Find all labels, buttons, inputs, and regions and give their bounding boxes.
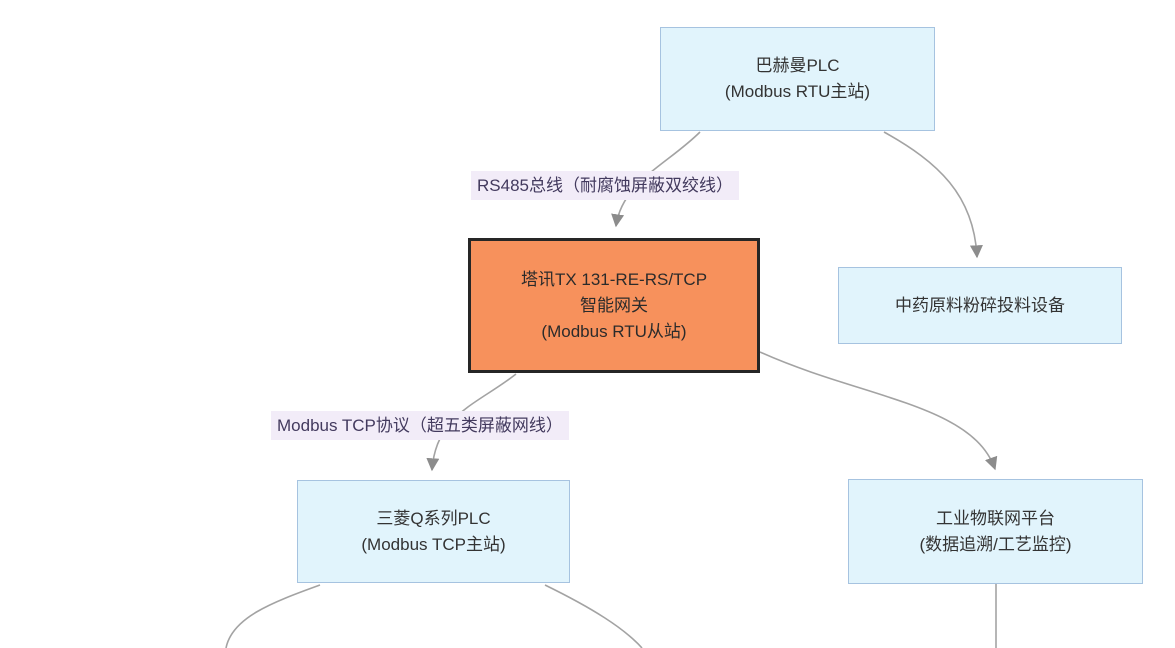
edge-label-modbus-tcp: Modbus TCP协议（超五类屏蔽网线） bbox=[271, 411, 569, 440]
node-bachmann-plc: 巴赫曼PLC (Modbus RTU主站) bbox=[660, 27, 935, 131]
edge-label-rs485-bus: RS485总线（耐腐蚀屏蔽双绞线） bbox=[471, 171, 739, 200]
node-crushing-feeding-equipment: 中药原料粉碎投料设备 bbox=[838, 267, 1122, 344]
node-text-line: 塔讯TX 131-RE-RS/TCP bbox=[520, 269, 708, 289]
edge-mitsubishi-out-right bbox=[544, 584, 643, 648]
node-taxun-gateway: 塔讯TX 131-RE-RS/TCP 智能网关 (Modbus RTU从站) bbox=[468, 238, 760, 373]
node-text-line: 工业物联网平台 bbox=[936, 508, 1055, 528]
node-text-line: 三菱Q系列PLC bbox=[376, 508, 491, 528]
edge-mitsubishi-out-left bbox=[225, 584, 321, 648]
node-text-line: 巴赫曼PLC bbox=[755, 56, 840, 75]
node-text-line: (数据追溯/工艺监控) bbox=[919, 534, 1072, 554]
node-iiot-platform: 工业物联网平台 (数据追溯/工艺监控) bbox=[848, 479, 1143, 584]
node-text-line: (Modbus RTU从站) bbox=[541, 321, 687, 341]
edge-bachmann-to-equipment bbox=[883, 131, 983, 259]
node-text-line: (Modbus RTU主站) bbox=[724, 82, 871, 101]
node-text-line: 智能网关 bbox=[580, 295, 648, 315]
node-text-line: (Modbus TCP主站) bbox=[361, 534, 506, 554]
node-text-line: 中药原料粉碎投料设备 bbox=[895, 295, 1065, 315]
edge-gateway-to-iot bbox=[759, 351, 998, 471]
node-mitsubishi-q-plc: 三菱Q系列PLC (Modbus TCP主站) bbox=[297, 480, 570, 583]
